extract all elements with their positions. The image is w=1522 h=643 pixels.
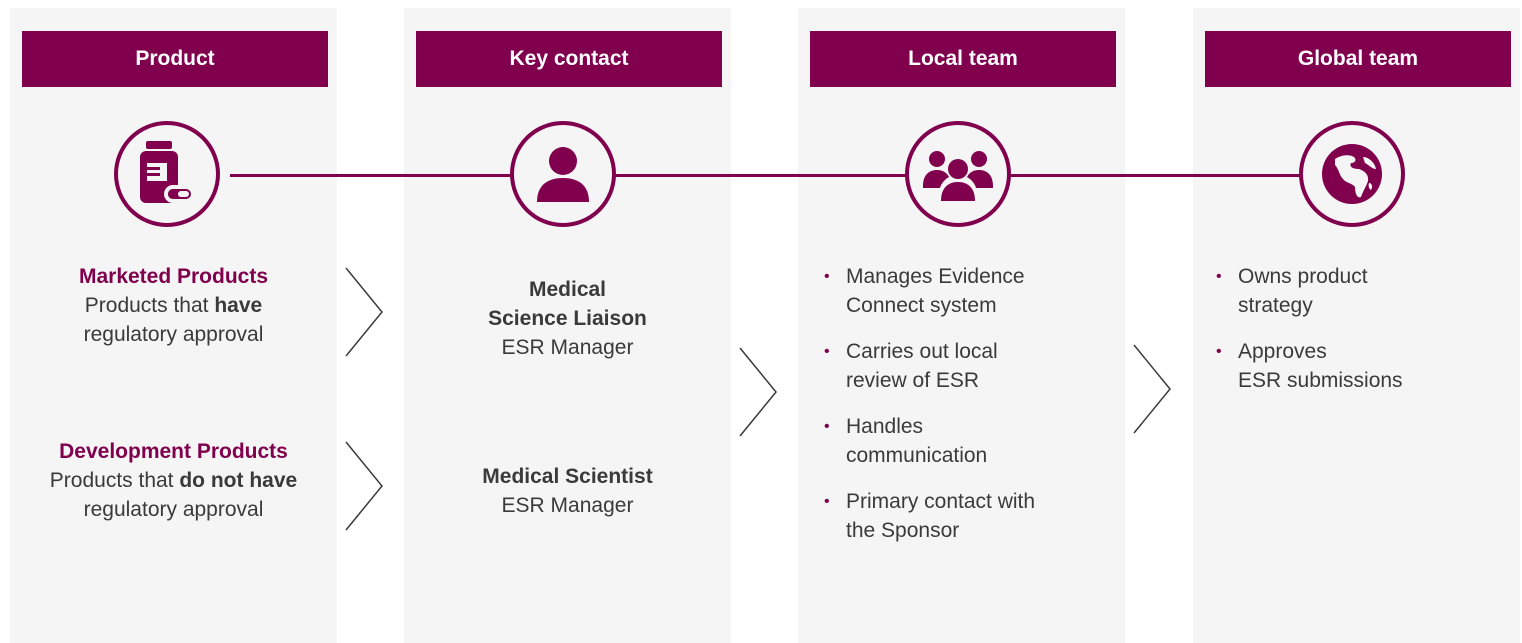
medical-scientist-block: Medical Scientist ESR Manager [404,462,731,520]
team-icon [905,121,1011,227]
bullet-dot: • [824,418,830,435]
bullet-dot: • [824,343,830,360]
header-local-team: Local team [810,31,1116,87]
header-global-team: Global team [1205,31,1511,87]
medical-scientist-role: ESR Manager [501,494,634,517]
marketed-products-title: Marketed Products [78,265,269,288]
msl-title-line1: Medical [528,278,607,301]
column-local-team-panel [798,8,1125,643]
column-key-contact-panel [404,8,731,643]
medical-scientist-title: Medical Scientist [482,465,653,488]
connector-line [230,174,1330,177]
bullet-dot: • [1216,343,1222,360]
development-products-title: Development Products [59,440,288,463]
column-global-team-panel [1193,8,1520,643]
column-product-panel [10,8,337,643]
globe-icon [1299,121,1405,227]
development-products-block: Development Products Products that do no… [0,437,347,524]
bullet-dot: • [824,268,830,285]
marketed-products-block: Marketed Products Products that have reg… [10,262,337,349]
header-key-contact: Key contact [416,31,722,87]
development-products-line2: regulatory approval [83,498,264,521]
chevron-right-icon [1133,344,1171,434]
msl-block: Medical Science Liaison ESR Manager [404,275,731,362]
development-products-line1: Products that do not have [49,469,298,492]
bullet-dot: • [824,493,830,510]
marketed-products-line2: regulatory approval [83,323,264,346]
msl-role: ESR Manager [501,336,634,359]
marketed-products-line1: Products that have [84,294,263,317]
chevron-right-icon [739,347,777,437]
bullet-dot: • [1216,268,1222,285]
chevron-right-icon [345,441,383,531]
chevron-right-icon [345,267,383,357]
header-product: Product [22,31,328,87]
person-icon [510,121,616,227]
msl-title-line2: Science Liaison [488,307,647,330]
medicine-icon [114,121,220,227]
